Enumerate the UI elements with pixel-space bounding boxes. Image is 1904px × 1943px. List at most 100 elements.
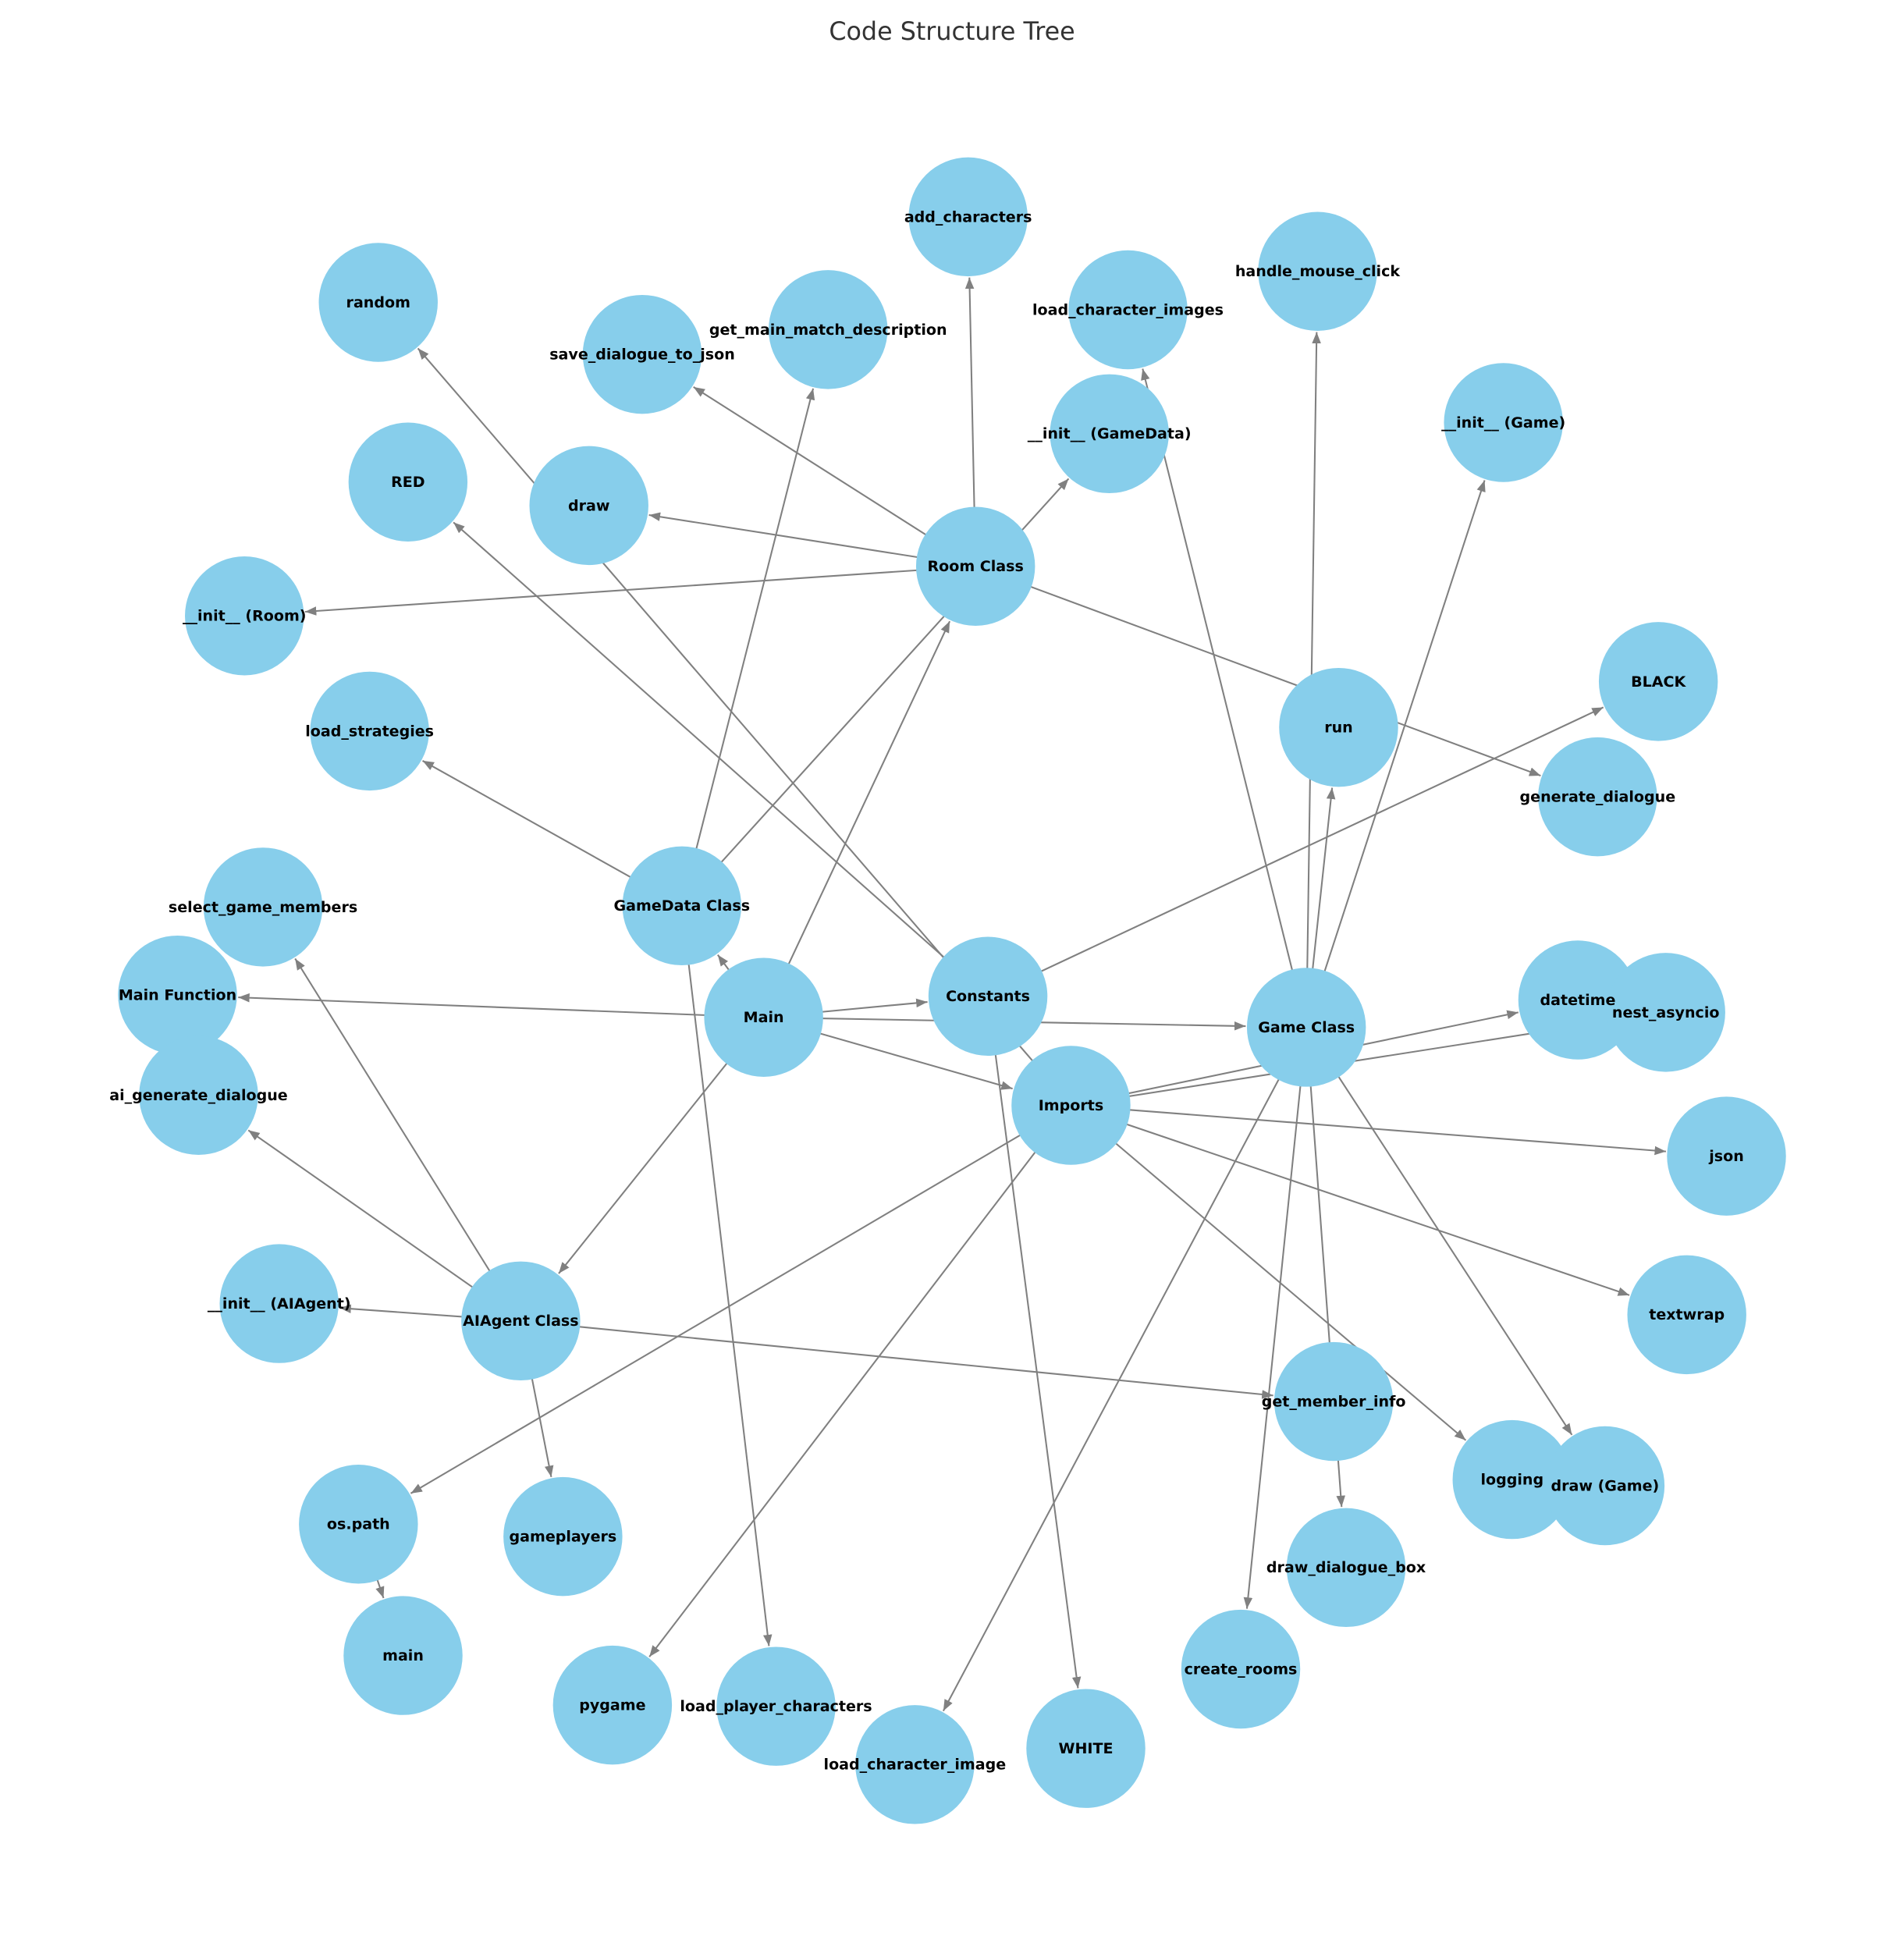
node-ai-generate-dialogue <box>139 1035 258 1156</box>
node-label-room-class: Room Class <box>927 558 1023 575</box>
node-label-load-character-image: load_character_image <box>824 1757 1007 1774</box>
edge-imports-to-logging <box>1070 1104 1467 1441</box>
edge-game-class-to-draw-game <box>1305 1026 1573 1436</box>
node-constants <box>928 936 1048 1056</box>
edge-game-class-to-load-character-image <box>942 1026 1308 1712</box>
edge-constants-to-red <box>453 521 989 997</box>
edge-constants-to-white <box>987 996 1082 1689</box>
node-label-main: Main <box>744 1009 784 1026</box>
node-room-class <box>915 506 1035 626</box>
node-add-characters <box>908 157 1028 277</box>
node-label-select-game-members: select_game_members <box>169 899 357 916</box>
edge-imports-to-os-path <box>410 1104 1071 1494</box>
node-label-draw: draw <box>568 497 609 514</box>
diagram-title: Code Structure Tree <box>829 18 1075 46</box>
node-load-character-image <box>855 1705 975 1824</box>
edge-gamedata-class-to-load-player-characters <box>680 905 773 1646</box>
edge-aiagent-class-to-get-member-info <box>520 1320 1273 1399</box>
node-label-datetime: datetime <box>1540 992 1615 1009</box>
node-load-player-characters <box>716 1646 836 1766</box>
node-black <box>1598 622 1718 741</box>
nodes-layer <box>118 157 1786 1824</box>
node-generate-dialogue <box>1538 737 1657 857</box>
node-label-main: main <box>382 1647 424 1664</box>
node-init-room <box>185 556 304 676</box>
node-draw-game <box>1545 1426 1665 1546</box>
node-label-load-character-images: load_character_images <box>1032 301 1224 318</box>
node-main <box>343 1596 463 1715</box>
node-pygame <box>552 1645 673 1765</box>
node-aiagent-class <box>461 1261 581 1381</box>
node-get-main-match-description <box>768 270 888 389</box>
edge-constants-to-black <box>987 706 1604 997</box>
edge-gamedata-class-to-get-main-match-description <box>680 388 815 907</box>
node-label-save-dialogue-to-json: save_dialogue_to_json <box>549 346 735 364</box>
node-label-load-strategies: load_strategies <box>305 723 434 740</box>
node-label-game-class: Game Class <box>1258 1019 1355 1036</box>
node-label-white: WHITE <box>1058 1740 1113 1757</box>
node-label-aiagent-class: AIAgent Class <box>463 1313 578 1330</box>
node-label-add-characters: add_characters <box>904 208 1032 226</box>
node-label-init-gamedata: __init__ (GameData) <box>1028 425 1192 442</box>
node-textwrap <box>1627 1255 1746 1375</box>
node-label-create-rooms: create_rooms <box>1185 1661 1298 1678</box>
node-logging <box>1452 1419 1572 1540</box>
node-os-path <box>299 1465 418 1584</box>
node-label-logging: logging <box>1480 1471 1543 1488</box>
node-label-generate-dialogue: generate_dialogue <box>1520 788 1676 805</box>
edge-game-class-to-load-character-images <box>1141 368 1308 1028</box>
node-label-textwrap: textwrap <box>1649 1306 1725 1323</box>
node-label-gameplayers: gameplayers <box>509 1528 616 1545</box>
node-white <box>1026 1689 1146 1808</box>
node-label-draw-game: draw (Game) <box>1551 1477 1659 1494</box>
edge-aiagent-class-to-select-game-members <box>294 957 522 1322</box>
node-label-random: random <box>346 294 410 311</box>
node-label-black: BLACK <box>1631 673 1686 691</box>
node-random <box>318 243 438 362</box>
node-init-gamedata <box>1050 374 1169 494</box>
node-label-gamedata-class: GameData Class <box>614 897 751 915</box>
edge-game-class-to-init-game <box>1305 480 1486 1028</box>
node-create-rooms <box>1181 1609 1301 1729</box>
node-label-main-function: Main Function <box>119 987 236 1004</box>
node-main-function <box>118 935 237 1055</box>
node-label-get-member-info: get_member_info <box>1262 1393 1406 1410</box>
node-gamedata-class <box>622 846 742 966</box>
node-nest-asyncio <box>1606 953 1725 1072</box>
node-label-nest-asyncio: nest_asyncio <box>1612 1004 1720 1021</box>
node-label-draw-dialogue-box: draw_dialogue_box <box>1266 1559 1426 1576</box>
edge-imports-to-json <box>1071 1104 1667 1156</box>
node-label-os-path: os.path <box>327 1516 390 1533</box>
edge-room-class-to-generate-dialogue <box>975 565 1541 777</box>
edge-main-to-main-function <box>238 993 764 1018</box>
node-label-ai-generate-dialogue: ai_generate_dialogue <box>109 1087 287 1104</box>
node-game-class <box>1246 968 1366 1087</box>
node-label-constants: Constants <box>946 988 1030 1005</box>
edge-imports-to-pygame <box>648 1104 1072 1657</box>
node-label-pygame: pygame <box>579 1696 645 1714</box>
node-load-strategies <box>310 671 429 791</box>
node-label-load-player-characters: load_player_characters <box>680 1698 872 1715</box>
node-label-init-aiagent: __init__ (AIAgent) <box>208 1295 351 1313</box>
node-red <box>348 422 468 542</box>
node-label-init-game: __init__ (Game) <box>1441 414 1565 432</box>
node-gameplayers <box>503 1476 623 1597</box>
node-label-init-room: __init__ (Room) <box>183 608 307 625</box>
node-draw <box>529 446 648 566</box>
node-get-member-info <box>1273 1341 1394 1462</box>
edge-game-class-to-create-rooms <box>1243 1027 1308 1609</box>
node-label-json: json <box>1708 1148 1744 1165</box>
node-load-character-images <box>1068 250 1188 370</box>
node-label-imports: Imports <box>1039 1097 1104 1114</box>
node-main <box>704 957 823 1077</box>
node-datetime <box>1518 940 1638 1060</box>
node-select-game-members <box>203 847 323 967</box>
node-init-aiagent <box>219 1244 339 1363</box>
edge-room-class-to-init-room <box>304 565 976 616</box>
edge-main-to-room-class <box>762 620 951 1018</box>
node-label-red: RED <box>391 474 425 491</box>
node-run <box>1279 667 1398 787</box>
node-save-dialogue-to-json <box>582 294 702 414</box>
node-label-handle-mouse-click: handle_mouse_click <box>1235 263 1401 280</box>
